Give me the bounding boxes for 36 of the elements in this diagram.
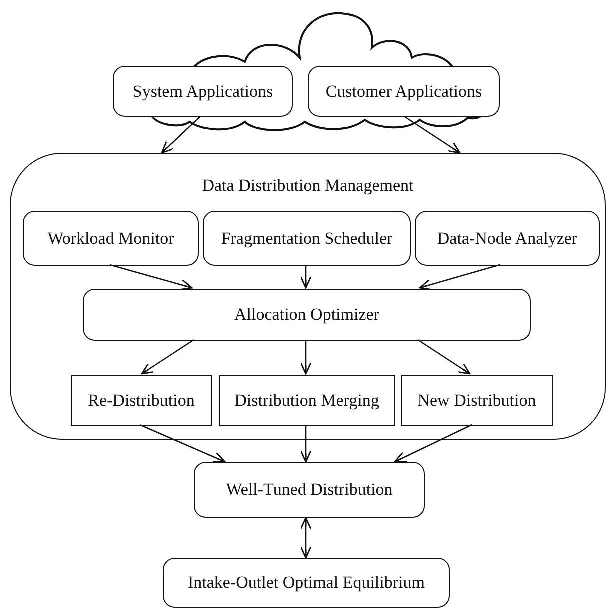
box-label: Workload Monitor (48, 228, 174, 248)
arrow (418, 339, 471, 375)
arrow (140, 424, 226, 463)
rounded-box (203, 211, 411, 266)
box-label: Data Distribution Management (202, 176, 414, 196)
rounded-box (23, 211, 199, 266)
rounded-box (113, 66, 293, 117)
arrow (110, 264, 193, 291)
arrow (419, 264, 500, 290)
rounded-box (163, 558, 450, 608)
box-label: Re-Distribution (88, 390, 195, 410)
arrow (300, 265, 312, 289)
arrow (404, 116, 461, 154)
arrow (141, 339, 194, 375)
box-label: Allocation Optimizer (234, 305, 380, 325)
rounded-box (10, 153, 606, 440)
box-label: Well-Tuned Distribution (226, 480, 393, 500)
rounded-box (415, 211, 600, 266)
box-label: Fragmentation Scheduler (221, 228, 393, 248)
rounded-box (308, 66, 500, 117)
arrow (300, 340, 312, 375)
box-label: Customer Applications (326, 82, 482, 102)
box-label: System Applications (132, 82, 274, 102)
box-label: New Distribution (418, 390, 536, 410)
box-label: Distribution Merging (234, 390, 380, 410)
rounded-box (83, 289, 531, 341)
process-box (219, 375, 395, 426)
process-box (401, 375, 553, 426)
arrow (300, 517, 312, 559)
arrow (394, 424, 472, 463)
arrow (300, 425, 312, 463)
rounded-box (194, 462, 425, 518)
process-box (71, 375, 212, 426)
box-label: Data-Node Analyzer (437, 228, 578, 248)
box-label: Intake-Outlet Optimal Equilibrium (188, 573, 425, 593)
arrow (161, 116, 200, 154)
